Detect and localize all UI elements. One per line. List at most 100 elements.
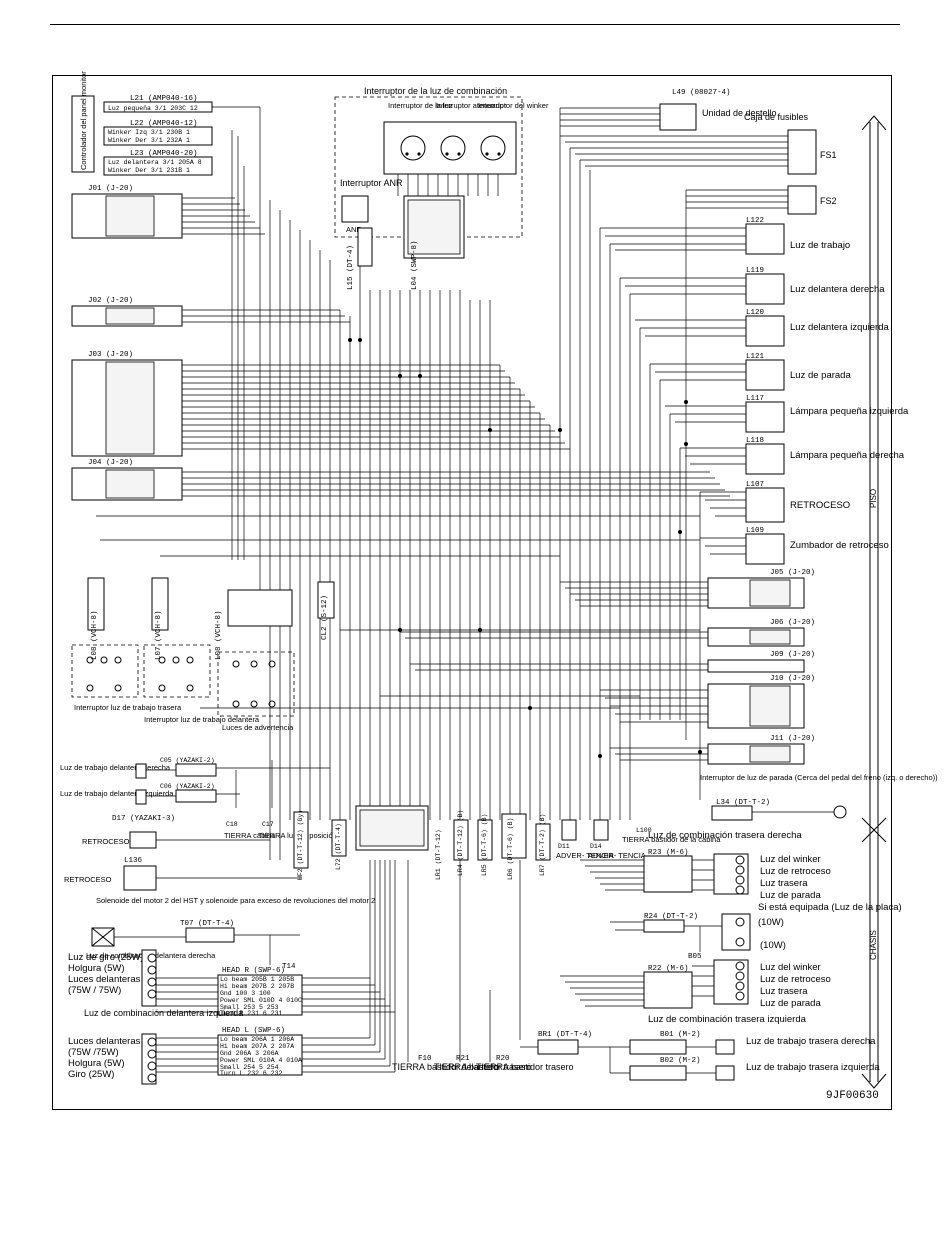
f10-text: TIERRA bastidor delantero (392, 1062, 499, 1072)
d14-text: ADVER- TENCIA (588, 851, 646, 860)
right-j-connectors: J05 (J-20) J06 (J-20) J09 (J-20) J10 (J-… (400, 569, 815, 765)
c06-label: C06 (YAZAKI-2) (160, 783, 215, 790)
plate-title: Si está equipada (Luz de la placa) (758, 902, 902, 913)
anr-label: ANR (346, 225, 362, 234)
head-r-pin-1: Lo beam 205B 1 205B (220, 976, 294, 983)
relay-l117-label: Lámpara pequeña izquierda (790, 406, 909, 417)
l22-row-2: Winker Der 3/1 232A 1 (108, 137, 190, 144)
d17-label: D17 (YAZAKI-3) (112, 815, 175, 823)
j02-label: J02 (J-20) (88, 297, 133, 305)
head-r-label-4: (75W / 75W) (68, 985, 121, 996)
rear-left-combination: R22 (M-6) Luz del winker Luz de retroces… (560, 959, 831, 1025)
head-l-label-4: Giro (25W) (68, 1069, 114, 1080)
r21-id: R21 (456, 1055, 470, 1063)
switch-row: L08 (VCH-8) L07 (VCH-8) L08 (VCH-8) CL2 … (71, 577, 335, 732)
l100-id: L100 (636, 827, 652, 834)
top-rule (50, 24, 900, 25)
r20-id: R20 (496, 1055, 510, 1063)
head-r-section: Luz de giro (25W) Holgura (5W) Luces del… (68, 949, 395, 1018)
lr6-label: LR6 (DT-T-6) (B) (507, 818, 514, 880)
j05-label: J05 (J-20) (770, 569, 815, 577)
sw-winker-label: Interruptor del winker (478, 101, 549, 110)
l07-label: L07 (VCH-8) (155, 610, 163, 660)
rear-left-winker: Luz del winker (760, 962, 821, 973)
rear-left-tail: Luz trasera (760, 986, 808, 997)
rear-left-reverse: Luz de retroceso (760, 974, 831, 985)
work-front-l-label: Luz de trabajo delantera izquierda (60, 789, 174, 798)
panel-monitor-block: Controlador del panel monitor L21 (AMP04… (71, 71, 260, 176)
relay-l120 (745, 315, 785, 347)
lr5-label: LR5 (DT-T-6) (B) (481, 814, 488, 876)
relay-l117 (745, 401, 785, 433)
head-r-pin-2: Hi beam 207B 2 207B (220, 983, 294, 990)
r24-label: R24 (DT-T-2) (644, 913, 698, 921)
relay-l120-id: L120 (746, 309, 765, 317)
r22-label: R22 (M-6) (648, 965, 689, 973)
combination-switch: Interruptor de la luz de combinación Int… (334, 86, 549, 290)
head-l-section: Luces delanteras (75W /75W) Holgura (5W)… (68, 860, 521, 1085)
d11-text: ADVER- TENCIA (556, 851, 614, 860)
relay-l107-label: RETROCESO (790, 500, 850, 511)
panel-monitor-label: Controlador del panel monitor (79, 71, 88, 170)
t14-label: T14 (282, 963, 296, 971)
rear-right-title: Luz de combinación trasera derecha (648, 830, 802, 841)
light-switch-symbol (400, 135, 426, 161)
relay-l107 (745, 487, 785, 523)
diodes-grounds: D11 ADVER- TENCIA D14 ADVER- TENCIA L100… (556, 819, 721, 860)
j01-label: J01 (J-20) (88, 185, 133, 193)
rear-work-lights: BR1 (DT-T-4) B01 (M-2) B02 (M-2) Luz de … (520, 1031, 880, 1081)
rear-right-tail: Luz trasera (760, 878, 808, 889)
fuse-box: Caja de fusibles FS1 FS2 (560, 112, 837, 215)
sw-light-label: Interruptor de la luz (388, 101, 453, 110)
j02-connector: J02 (J-20) (71, 297, 350, 327)
j03-connector: J03 (J-20) (71, 351, 570, 457)
head-r-pin-5: Small 253 5 253 (220, 1004, 279, 1011)
plate-watt-2: (10W) (760, 940, 786, 951)
warning-lights-label: Luces de advertencia (222, 723, 294, 732)
warning-lights-panel (217, 651, 295, 717)
rear-work-l-label: Luz de trabajo trasera izquierda (746, 1062, 880, 1073)
rear-work-r-label: Luz de trabajo trasera derecha (746, 1036, 876, 1047)
flasher-label-1: Unidad de destello (702, 108, 777, 118)
r23-label: R23 (M-6) (648, 849, 689, 857)
relay-l122 (745, 223, 785, 255)
relay-column: L122 Luz de trabajo L119 Luz delantera d… (600, 217, 909, 565)
b01-label: B01 (M-2) (660, 1031, 701, 1039)
relay-l122-id: L122 (746, 217, 764, 225)
l08a-label: L08 (VCH-8) (91, 610, 99, 660)
relay-l109-label: Zumbador de retroceso (790, 540, 889, 551)
l22-row-1: Winker Izq 3/1 230B 1 (108, 129, 190, 136)
head-l-label-2: (75W /75W) (68, 1047, 119, 1058)
rear-left-title: Luz de combinación trasera izquierda (648, 1014, 807, 1025)
relay-l117-id: L117 (746, 395, 764, 403)
d14-id: D14 (590, 843, 602, 850)
cl2-label: CL2 (S-12) (321, 595, 329, 640)
rear-left-stop: Luz de parada (760, 998, 821, 1009)
retroceso-label-2: RETROCESO (64, 875, 112, 884)
junction-dots (348, 338, 702, 758)
fs2-label: FS2 (820, 196, 837, 206)
j10-label: J10 (J-20) (770, 675, 815, 683)
l15-label: L15 (DT-4) (347, 245, 355, 290)
frame-grounds: F10 TIERRA bastidor delantero R21 TIERRA… (392, 1055, 574, 1072)
front-work-switch (143, 644, 211, 698)
j11-label: J11 (J-20) (770, 735, 815, 743)
relay-l119-id: L119 (746, 267, 764, 275)
br1-label: BR1 (DT-T-4) (538, 1031, 592, 1039)
anr-switch-label: Interruptor ANR (340, 178, 403, 188)
head-l-pin-1: Lo beam 206A 1 206A (220, 1036, 294, 1043)
l72-label: L72 (DT-T-4) (335, 823, 342, 870)
relay-l121-id: L121 (746, 353, 765, 361)
lr7-label: LR7 (DT-T-2) (B) (539, 814, 546, 876)
wf2-label: WF2 (DT-T-12) (Gy) (297, 810, 304, 880)
head-r-pin-6: Turn R 231 6 231 (220, 1010, 283, 1017)
l22-title: L22 (AMP040-12) (130, 120, 198, 128)
j04-connector: J04 (J-20) (71, 459, 730, 501)
l23-row-1: Luz delantera 3/1 205A 8 (108, 159, 202, 166)
side-axis: PISO CHASIS (861, 115, 887, 1089)
l23-row-2: Winker Der 3/1 231B 1 (108, 167, 190, 174)
l21-title: L21 (AMP040-16) (130, 95, 198, 103)
l136-label: L136 (124, 857, 143, 865)
j03-label: J03 (J-20) (88, 351, 133, 359)
